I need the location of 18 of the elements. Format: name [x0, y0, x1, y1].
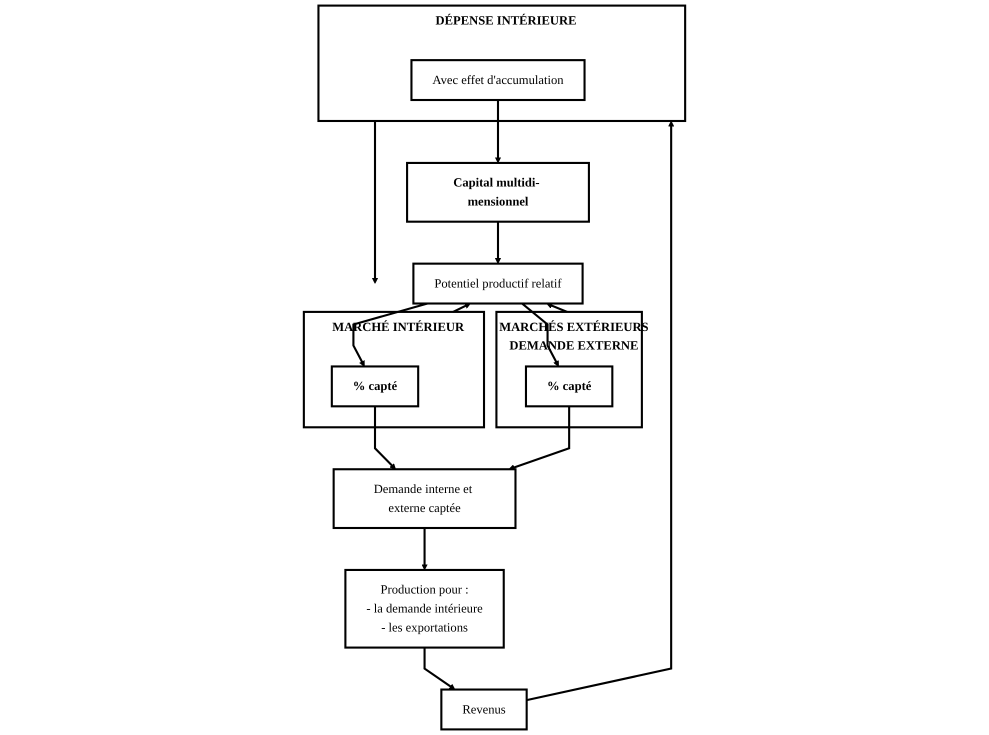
- arrow: [374, 406, 396, 470]
- arrow: [508, 406, 570, 470]
- arrow: [372, 120, 378, 284]
- arrow: [494, 100, 502, 164]
- node-box: Demande interne et externe captée: [332, 468, 517, 530]
- node-box: Production pour : - la demande intérieure - les exportations: [344, 568, 505, 649]
- node-box: Avec effet d'accumulation: [410, 59, 586, 102]
- arrow: [424, 648, 456, 690]
- node-box: Potentiel productif relatif: [412, 262, 584, 305]
- arrow: [422, 528, 428, 570]
- arrow: [526, 120, 674, 702]
- node-box: % capté: [330, 365, 420, 408]
- arrow: [452, 303, 471, 313]
- node-box: % capté: [524, 365, 614, 408]
- node-box: Revenus: [440, 688, 528, 730]
- node-box: Capital multidi- mensionnel: [406, 162, 590, 223]
- arrow: [546, 302, 568, 313]
- arrow: [494, 222, 502, 264]
